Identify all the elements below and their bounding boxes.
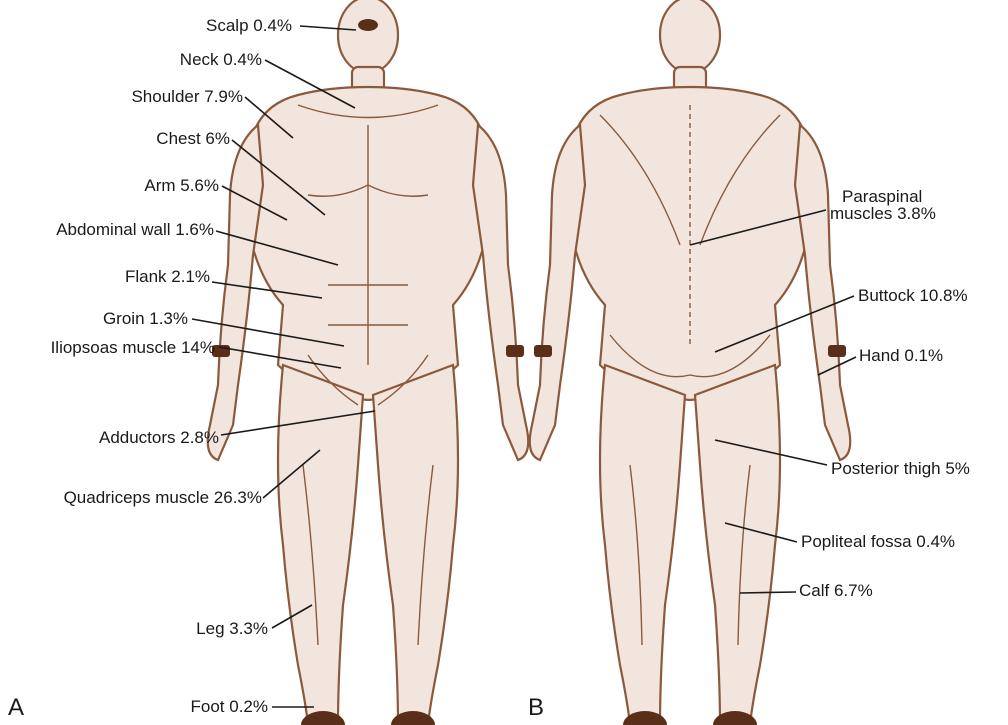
label-posterior-thigh: Posterior thigh 5%: [831, 460, 970, 478]
label-arm: Arm 5.6%: [144, 177, 219, 195]
label-calf: Calf 6.7%: [799, 582, 873, 600]
label-leg: Leg 3.3%: [196, 620, 268, 638]
label-adductors: Adductors 2.8%: [99, 429, 219, 447]
anterior-figure: [208, 0, 528, 725]
posterior-figure: [530, 0, 850, 725]
label-neck: Neck 0.4%: [180, 51, 262, 69]
label-hand: Hand 0.1%: [859, 347, 943, 365]
label-paraspinal-line2: muscles 3.8%: [830, 205, 936, 223]
label-iliopsoas: Iliopsoas muscle 14%: [51, 339, 215, 357]
label-popliteal-fossa: Popliteal fossa 0.4%: [801, 533, 955, 551]
label-chest: Chest 6%: [156, 130, 230, 148]
label-flank: Flank 2.1%: [125, 268, 210, 286]
label-quadriceps: Quadriceps muscle 26.3%: [64, 489, 262, 507]
label-buttock: Buttock 10.8%: [858, 287, 968, 305]
label-foot: Foot 0.2%: [191, 698, 269, 716]
label-groin: Groin 1.3%: [103, 310, 188, 328]
panel-label-b: B: [528, 694, 544, 722]
label-shoulder: Shoulder 7.9%: [131, 88, 243, 106]
label-abdominal-wall: Abdominal wall 1.6%: [56, 221, 214, 239]
label-scalp: Scalp 0.4%: [206, 17, 292, 35]
panel-label-a: A: [8, 694, 24, 722]
